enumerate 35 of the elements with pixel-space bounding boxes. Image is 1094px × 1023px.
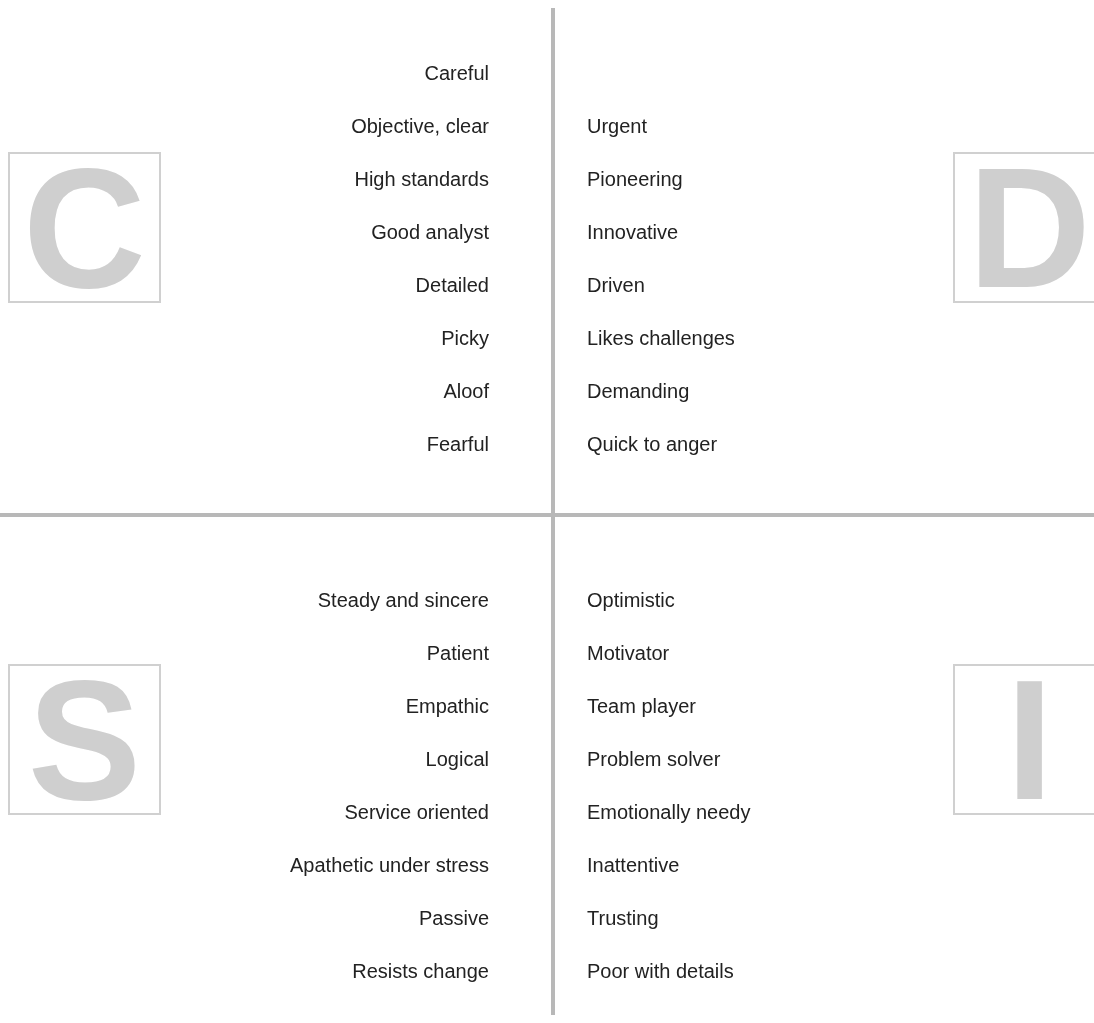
trait-label: Quick to anger [587,432,718,456]
trait-label: Steady and sincere [317,588,489,612]
trait-label: Resists change [352,959,489,983]
trait-label: Logical [425,747,489,771]
trait-label: Empathic [405,694,489,718]
quadrant-letter-box [8,664,161,815]
trait-label: High standards [354,167,489,191]
trait-label: Team player [587,694,696,718]
trait-label: Likes challenges [587,326,735,350]
trait-label: Optimistic [587,588,675,612]
trait-label: Inattentive [587,853,680,877]
trait-label: Demanding [587,379,690,403]
trait-label: Passive [418,906,489,930]
trait-label: Aloof [443,379,489,403]
trait-label: Urgent [587,114,648,138]
trait-label: Poor with details [587,959,734,983]
quadrant-letter-box [953,664,1094,815]
trait-label: Emotionally needy [587,800,751,824]
trait-label: Fearful [426,432,489,456]
trait-label: Motivator [587,641,670,665]
trait-label: Picky [441,326,489,350]
trait-label: Detailed [415,273,489,297]
trait-label: Innovative [587,220,679,244]
trait-label: Apathetic under stress [290,853,489,877]
quadrant-letter-box [8,152,161,303]
trait-label: Trusting [587,906,659,930]
trait-label: Problem solver [587,747,721,771]
trait-label: Good analyst [371,220,489,244]
trait-label: Driven [587,273,645,297]
trait-label: Careful [424,61,489,85]
trait-label: Patient [426,641,489,665]
trait-label: Objective, clear [351,114,489,138]
quadrant-letter-box [953,152,1094,303]
trait-label: Service oriented [344,800,489,824]
trait-label: Pioneering [587,167,683,191]
